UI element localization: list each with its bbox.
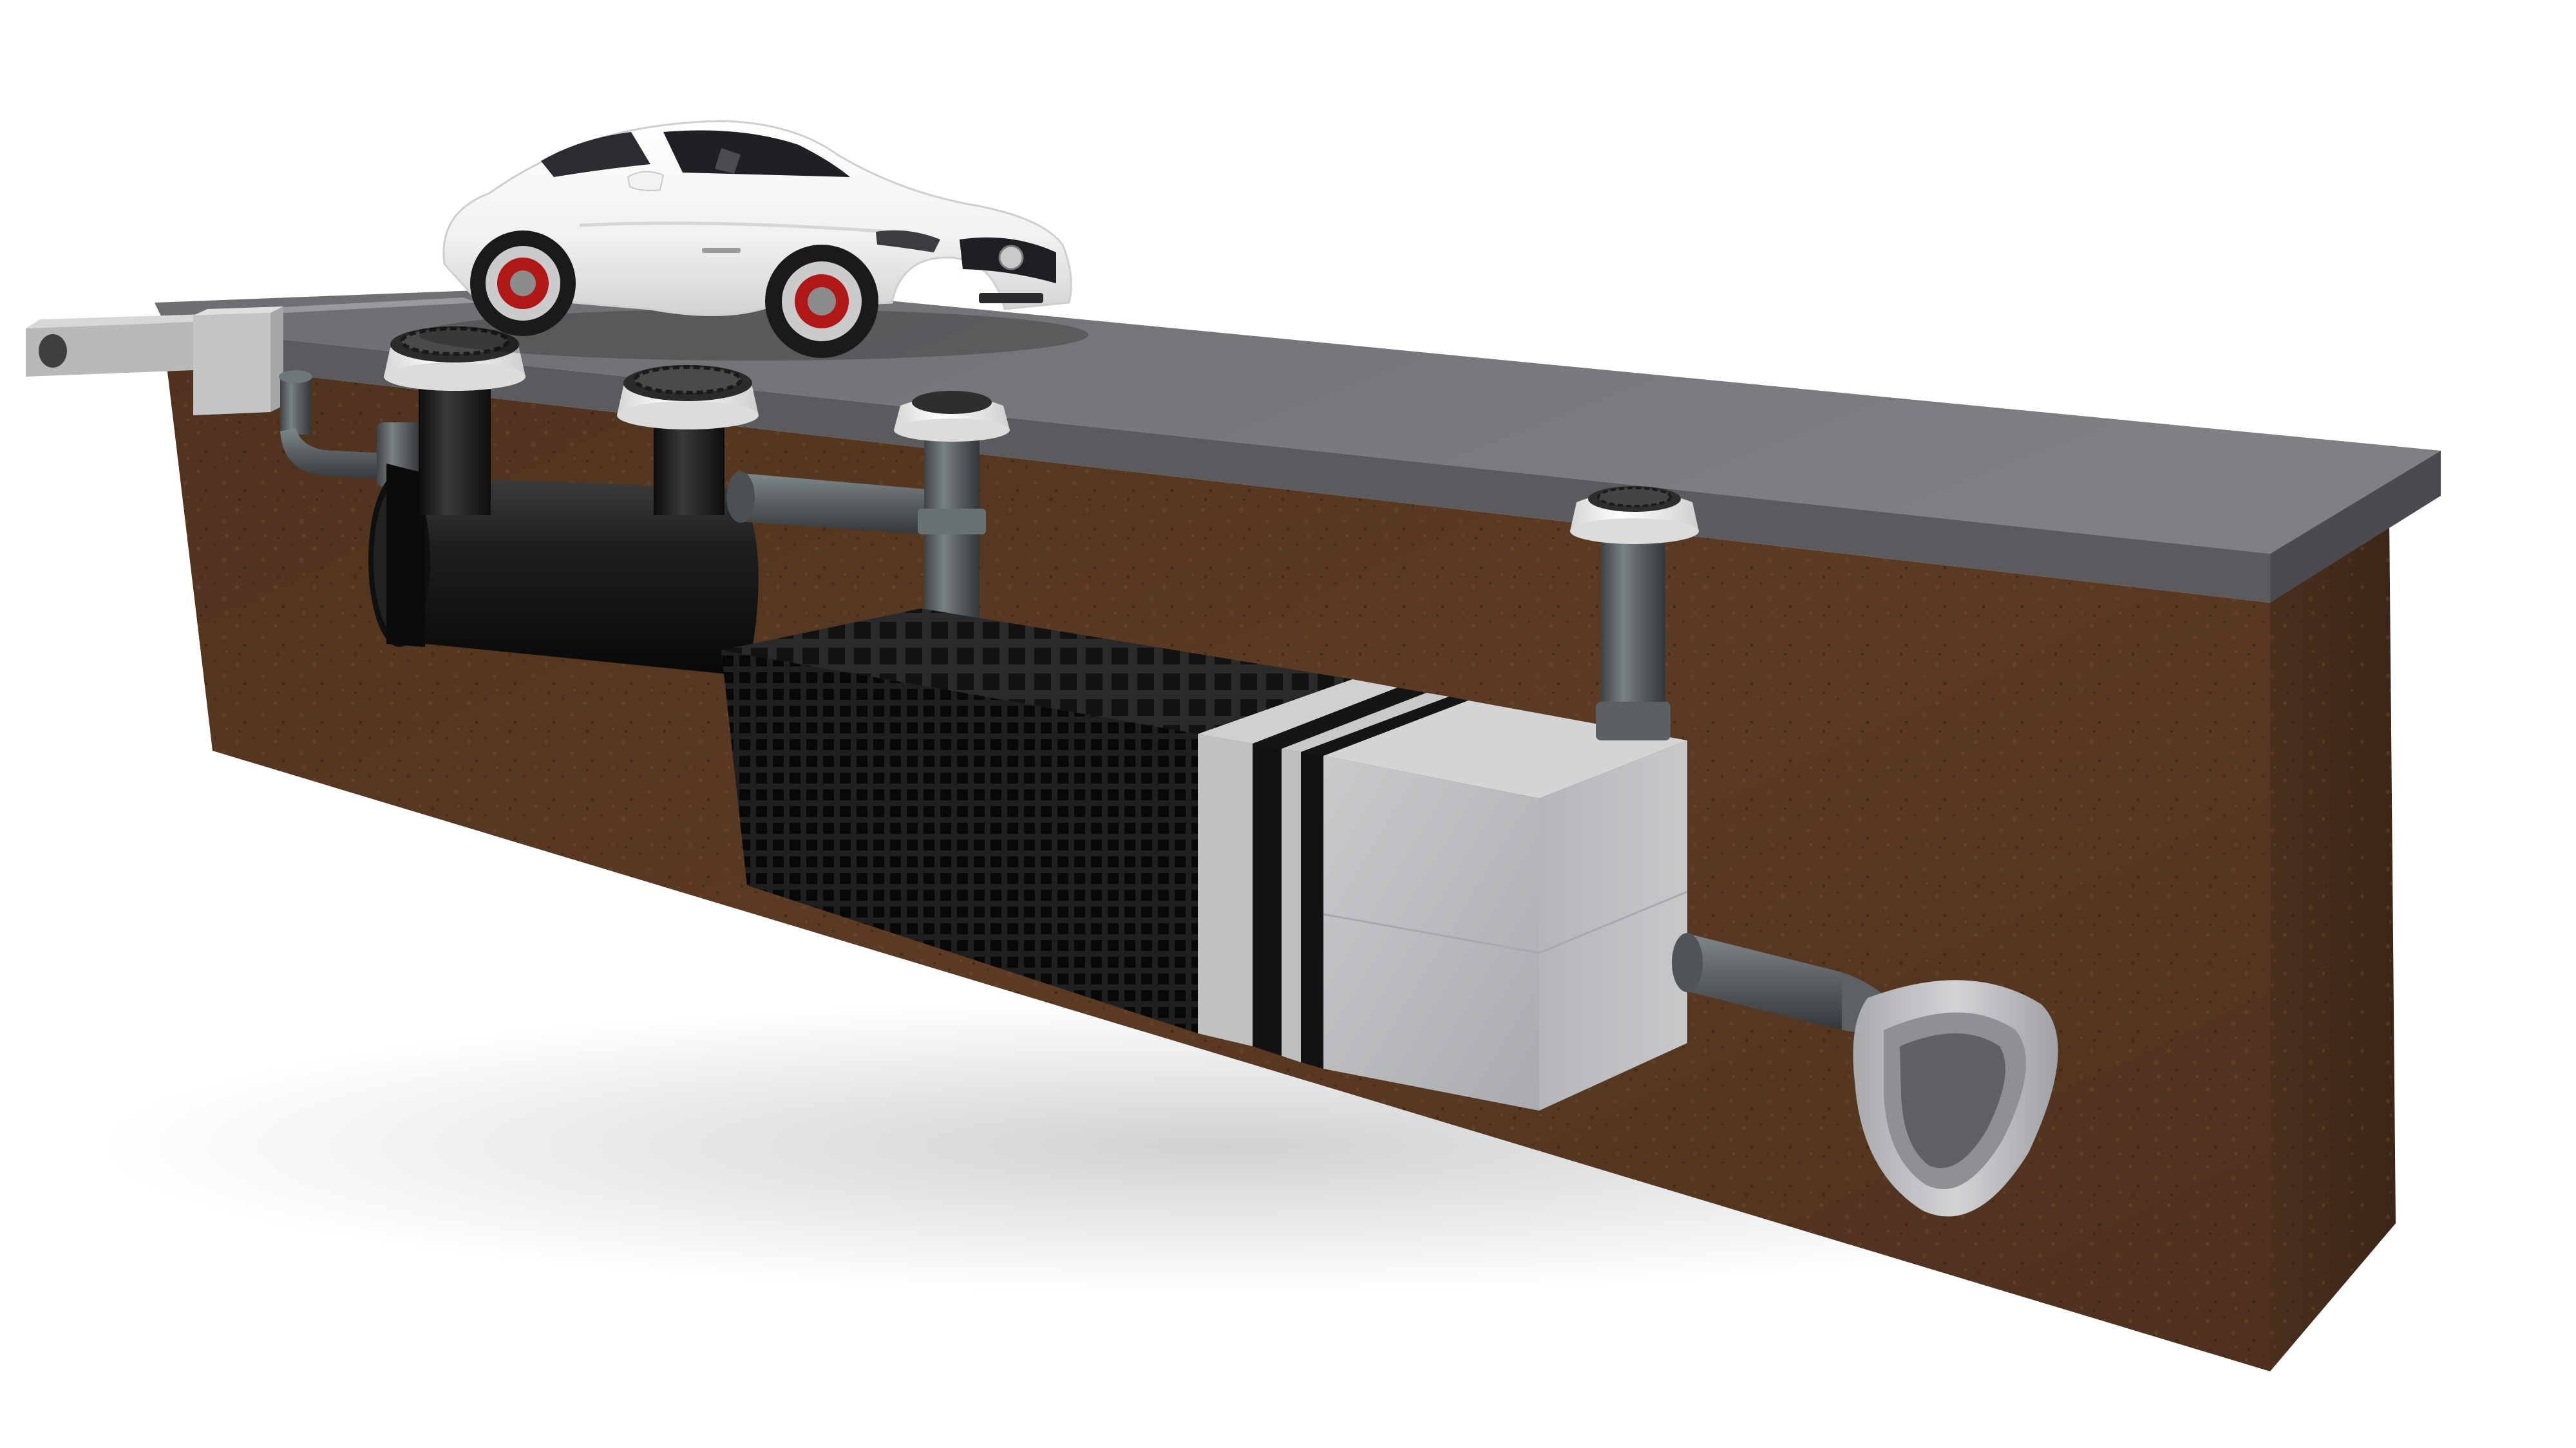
crate-front: [721, 650, 1198, 1033]
access-shaft-2: [617, 365, 759, 515]
car-rear-wheel: [470, 230, 576, 336]
module-top-band-2: [1301, 697, 1468, 756]
soil-side-texture: [2270, 515, 2396, 1371]
module-band-1: [1253, 744, 1282, 1056]
vent-cover: [912, 391, 992, 414]
car-rear-window: [541, 132, 650, 177]
outlet-pipe-end: [1672, 933, 1703, 992]
channel-opening: [39, 334, 67, 368]
access-shaft-1: [384, 326, 526, 515]
connector-pipe: [726, 471, 927, 534]
connector-pipe-end: [726, 471, 755, 523]
tank-body: [389, 476, 759, 676]
geotextile-module: [1198, 679, 1688, 1111]
car-mirror: [627, 171, 665, 191]
inspection-coupling: [1596, 702, 1671, 740]
shaft-2-collar-base: [617, 401, 759, 429]
inlet-pipe-riser: [280, 377, 311, 435]
outlet-pipe-body: [1687, 934, 1842, 1030]
car-lower-intake: [979, 293, 1043, 303]
road-side-edge: [2270, 451, 2441, 603]
inlet-channel: [26, 306, 283, 415]
inlet-pipe-cap: [279, 370, 312, 383]
drainage-channel-slot: [270, 297, 477, 313]
car-side-crease: [579, 221, 889, 234]
vent-shaft: [894, 391, 1010, 618]
settling-tank: [368, 464, 759, 676]
concrete-sewer: [1853, 980, 2058, 1217]
car-shadow: [419, 309, 1088, 361]
module-strip-left: [1198, 734, 1253, 1046]
module-strip-mid: [1282, 749, 1301, 1062]
shaft-1-riser: [419, 386, 491, 515]
gully-top: [193, 306, 283, 315]
module-top-strip: [1198, 679, 1397, 744]
shaft-1-grate-slots: [400, 326, 509, 356]
module-band-2: [1301, 752, 1323, 1069]
crate-top: [721, 608, 1352, 734]
inspection-shaft: [1570, 486, 1699, 740]
module-seam-front: [1323, 913, 1540, 954]
car-front-wheel: [765, 245, 878, 358]
vent-coupling: [918, 509, 986, 534]
road-top: [155, 282, 2441, 554]
car-emblem-icon: [998, 245, 1024, 270]
car-windscreen: [663, 130, 850, 177]
car-side-vent: [702, 248, 741, 253]
module-side: [1539, 740, 1687, 1111]
inspection-cover-slots: [1597, 487, 1672, 507]
connector-pipe-body: [741, 473, 927, 534]
module-seam-side: [1539, 890, 1688, 954]
channel-body: [26, 322, 193, 377]
module-top-band-1: [1253, 688, 1426, 749]
channel-top: [26, 314, 206, 328]
shaft-1-collar-base: [384, 362, 526, 391]
inlet-pipe-bend: [280, 428, 399, 480]
module-top-strip-mid: [1282, 693, 1449, 752]
crate-front-shade: [721, 650, 1198, 1033]
car-headlight: [876, 230, 940, 252]
shaft-2-grate-slots: [633, 365, 743, 395]
car: [419, 120, 1088, 361]
infiltration-crate: [721, 608, 1352, 1033]
tank-flange: [386, 464, 425, 647]
sewer-bore: [1900, 1033, 2005, 1169]
front-hub: [808, 287, 836, 315]
inspection-collar-base: [1570, 518, 1699, 544]
car-seat: [715, 148, 741, 174]
vent-collar-base: [894, 418, 1010, 442]
rear-hub: [510, 270, 536, 296]
gully-chamber: [193, 313, 270, 415]
